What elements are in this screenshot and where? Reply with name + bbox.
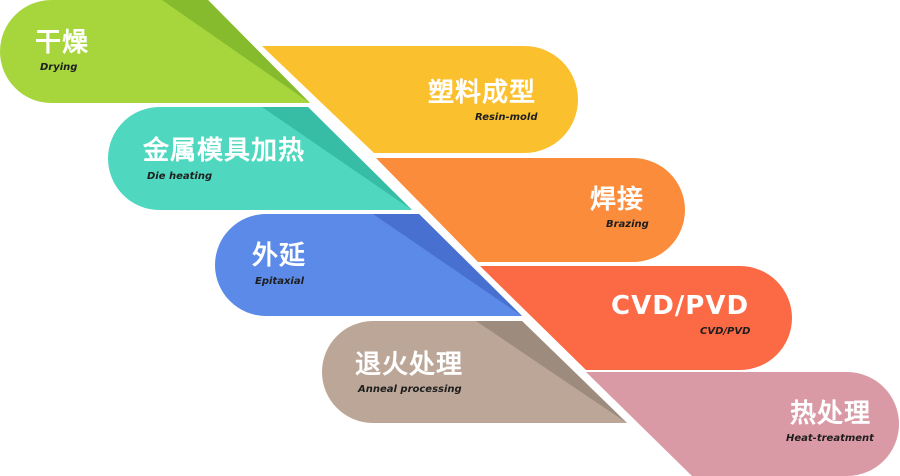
heat-treatment-title: 热处理 [790,399,872,429]
resin-mold-subtitle: Resin-mold [475,112,538,123]
epitaxial-title: 外延 [252,241,307,271]
cvd-pvd-shape [480,266,792,370]
epitaxial-shade [373,214,522,316]
anneal-processing-shade [476,321,627,423]
resin-mold-title: 塑料成型 [428,78,537,108]
drying-subtitle: Drying [40,62,78,73]
brazing-title: 焊接 [590,185,645,215]
anneal-processing-subtitle: Anneal processing [358,384,462,395]
die-heating-shade [262,107,412,210]
anneal-processing-shape [322,321,627,423]
brazing-shape [376,158,685,262]
brazing-subtitle: Brazing [606,219,649,230]
die-heating-shape [108,107,412,210]
heat-treatment-subtitle: Heat-treatment [786,433,874,444]
heat-treatment-shape [586,372,899,476]
anneal-processing-title: 退火处理 [355,350,464,380]
die-heating-subtitle: Die heating [147,171,213,182]
drying-title: 干燥 [35,28,90,58]
drying-shade [162,0,310,103]
cvd-pvd-subtitle: CVD/PVD [700,326,751,337]
cvd-pvd-title: CVD/PVD [611,291,750,321]
resin-mold-shape [262,46,578,153]
die-heating-title: 金属模具加热 [143,136,306,166]
epitaxial-subtitle: Epitaxial [255,276,304,287]
epitaxial-shape [215,214,522,316]
